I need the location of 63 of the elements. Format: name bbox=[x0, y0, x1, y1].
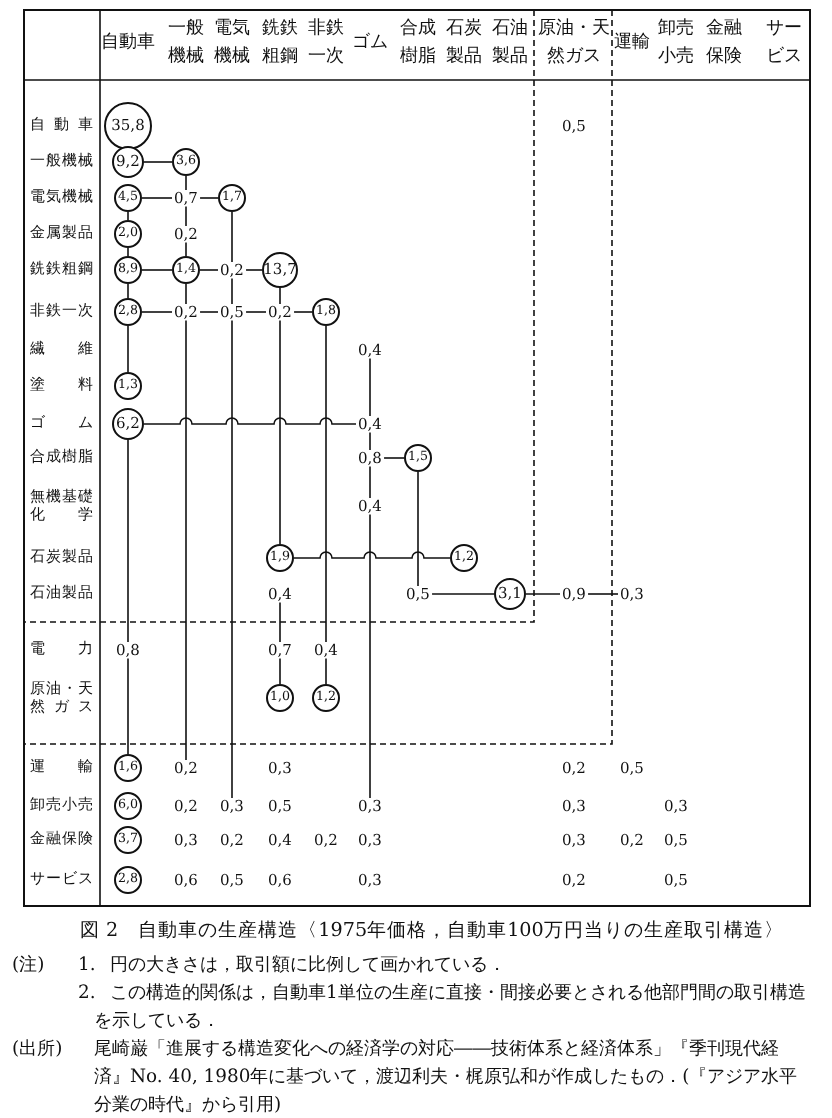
connector-line bbox=[185, 205, 187, 227]
column-header: 石油製品 bbox=[490, 17, 530, 70]
note-text: 円の大きさは，取引額に比例して画かれている． bbox=[110, 952, 508, 980]
column-header: 銑鉄粗鋼 bbox=[260, 17, 300, 70]
connector-line bbox=[199, 269, 219, 271]
connector-line bbox=[279, 601, 281, 643]
note-marker: (出所) bbox=[12, 1036, 63, 1064]
connector-line bbox=[325, 325, 327, 643]
connector-line bbox=[143, 161, 173, 163]
connector-line bbox=[141, 311, 173, 313]
connector-line bbox=[141, 269, 173, 271]
connector-line bbox=[231, 211, 233, 263]
connector-line bbox=[127, 283, 129, 299]
connector-line bbox=[143, 417, 357, 425]
column-header: 卸売小売 bbox=[656, 17, 696, 70]
connector-line bbox=[369, 465, 371, 499]
connector-line bbox=[431, 593, 495, 595]
column-header: 石炭製品 bbox=[444, 17, 484, 70]
column-header: 電気機械 bbox=[212, 17, 252, 70]
connector-line bbox=[369, 513, 371, 799]
connector-line bbox=[127, 211, 129, 221]
connector-line bbox=[417, 471, 419, 587]
connector-line bbox=[127, 439, 129, 643]
column-header: ゴム bbox=[350, 30, 390, 57]
connector-line bbox=[369, 431, 371, 451]
connector-line bbox=[293, 311, 313, 313]
connector-line bbox=[369, 357, 371, 417]
connector-line bbox=[293, 551, 451, 559]
connector-line bbox=[141, 197, 173, 199]
connector-line bbox=[245, 311, 267, 313]
connector-line bbox=[525, 593, 561, 595]
column-header: 原油・天然ガス bbox=[536, 17, 612, 70]
connector-line bbox=[185, 241, 187, 257]
connector-line bbox=[587, 593, 619, 595]
connector-line bbox=[127, 657, 129, 755]
column-header: 一般機械 bbox=[166, 17, 206, 70]
column-header: 非鉄一次 bbox=[306, 17, 346, 70]
connector-line bbox=[279, 287, 281, 305]
connector-line bbox=[127, 247, 129, 257]
note-marker: (注) bbox=[12, 952, 45, 980]
column-header: サービス bbox=[764, 17, 804, 70]
connector-line bbox=[199, 311, 219, 313]
column-header: 金融保険 bbox=[704, 17, 744, 70]
note-number: 2. bbox=[78, 980, 96, 1008]
connector-line bbox=[231, 319, 233, 799]
connector-line bbox=[185, 319, 187, 761]
figure-caption: 図 2 自動車の生産構造〈1975年価格，自動車100万円当りの生産取引構造〉 bbox=[80, 918, 784, 946]
column-header: 合成樹脂 bbox=[398, 17, 438, 70]
source-text: 尾崎巌「進展する構造変化への経済学の対応――技術体系と経済体系」『季刊現代経済』No. 40, 1980年に基づいて，渡辺利夫・梶原弘和が作成したもの．(『アジア水平分業の時代』から引用) bbox=[94, 1036, 800, 1118]
connector-line bbox=[127, 325, 129, 373]
connector-line bbox=[185, 283, 187, 305]
note-text: この構造的関係は，自動車1単位の生産に直接・間接必要とされる他部門間の取引構造を示している． bbox=[94, 980, 808, 1036]
column-header: 自動車 bbox=[99, 30, 157, 57]
connector-line bbox=[231, 277, 233, 305]
connector-line bbox=[185, 175, 187, 191]
connector-line bbox=[279, 319, 281, 545]
connector-line bbox=[245, 269, 263, 271]
connector-line bbox=[279, 657, 281, 685]
connector-line bbox=[383, 457, 405, 459]
connector-line bbox=[199, 197, 219, 199]
connector-line bbox=[325, 657, 327, 685]
note-number: 1. bbox=[78, 952, 96, 980]
column-header: 運輸 bbox=[612, 30, 652, 57]
